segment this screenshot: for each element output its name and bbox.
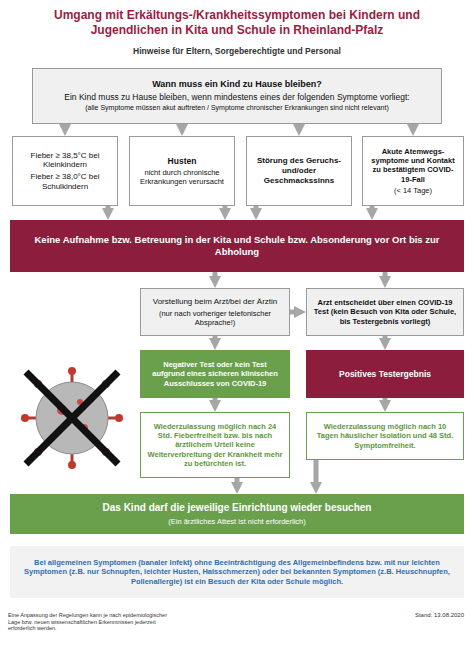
flow-arrow (411, 124, 416, 128)
date-stamp: Stand: 13.08.2020 (360, 612, 464, 619)
node-subtext: nicht durch chronische Erkrankungen veru… (136, 168, 228, 186)
flow-arrow (180, 124, 185, 128)
virus-symbol (21, 367, 123, 469)
cross-out (26, 372, 118, 464)
symptom-box: Fieber ≥ 38,5°C bei KleinkindernFieber ≥… (12, 136, 118, 206)
symptom-box: Akute Atemwegs-symptome und Kontakt zu b… (362, 136, 464, 206)
node-text: Arzt entscheidet über einen COVID-19 Tes… (313, 298, 457, 325)
node-subtext: (nur nach vorheriger telefonischer Abspr… (147, 309, 283, 327)
node-subtext: (< 14 Tage) (394, 186, 432, 195)
action-band: Keine Aufnahme bzw. Betreuung in der Kit… (10, 220, 464, 272)
node-subtext: Ein Kind muss zu Hause bleiben, wenn min… (64, 92, 409, 102)
result-box: Positives Testergebnis (306, 350, 464, 398)
node-text: Husten (168, 156, 197, 166)
flow-arrow (370, 206, 375, 212)
title: Umgang mit Erkältungs-/Krankheitssymptom… (40, 8, 434, 38)
node-subtext: (alle Symptome müssen akut auftreten / S… (85, 104, 388, 113)
flow-arrow (290, 310, 298, 315)
flow-arrow (314, 460, 319, 486)
node-text: Negativer Test oder kein Test aufgrund e… (146, 360, 284, 387)
virus-spikes (26, 372, 118, 464)
question-box: Wann muss ein Kind zu Hause bleiben? Ein … (32, 68, 442, 124)
flow-arrow (297, 124, 302, 128)
node-text: Vorstellung beim Arzt/bei der Ärztin (153, 297, 278, 307)
process-box: Vorstellung beim Arzt/bei der Ärztin (nur… (140, 288, 290, 336)
flow-arrow (213, 336, 218, 342)
flow-arrow (223, 206, 228, 212)
node-text: Wiederzulassung möglich nach 24 Std. Fie… (147, 422, 283, 468)
node-text: Wann muss ein Kind zu Hause bleiben? (152, 79, 322, 90)
symptom-box: Husten nicht durch chronische Erkrankunge… (129, 136, 235, 206)
node-text: Positives Testergebnis (339, 369, 431, 379)
node-subtext: Fieber ≥ 38,0°C bei Schulkindern (19, 172, 111, 192)
flow-arrow (235, 478, 240, 486)
node-text: Störung des Geruchs- und/oder Geschmacks… (253, 156, 345, 185)
flow-arrow (213, 272, 218, 280)
flow-arrow (254, 206, 259, 212)
process-box: Arzt entscheidet über einen COVID-19 Tes… (306, 288, 464, 336)
readmission-box: Wiederzulassung möglich nach 10 Tagen hä… (306, 412, 464, 460)
note-box: Bei allgemeinen Symptomen (banaler Infek… (10, 546, 464, 598)
node-text: Keine Aufnahme bzw. Betreuung in der Kit… (16, 234, 458, 257)
flow-arrow (106, 206, 111, 212)
node-text: Das Kind darf die jeweilige Einrichtung … (103, 502, 372, 514)
flow-arrow (383, 336, 388, 342)
node-subtext: (Ein ärztliches Attest ist nicht erforde… (168, 517, 306, 526)
node-text: Fieber ≥ 38,5°C bei Kleinkindern (19, 151, 111, 171)
footnote: Eine Anpassung der Regelungen kann je na… (8, 612, 178, 632)
flow-arrow (63, 124, 68, 128)
node-text: Bei allgemeinen Symptomen (banaler Infek… (16, 558, 458, 585)
symptom-box: Störung des Geruchs- und/oder Geschmacks… (246, 136, 352, 206)
cross-out (26, 372, 118, 464)
outcome-band: Das Kind darf die jeweilige Einrichtung … (10, 494, 464, 534)
flow-arrow (383, 398, 388, 404)
readmission-box: Wiederzulassung möglich nach 24 Std. Fie… (140, 412, 290, 478)
virus-spike-tips (21, 367, 123, 469)
subtitle: Hinweise für Eltern, Sorgeberechtigte un… (30, 46, 444, 56)
flow-arrow (383, 272, 388, 280)
result-box: Negativer Test oder kein Test aufgrund e… (140, 350, 290, 398)
node-text: Wiederzulassung möglich nach 10 Tagen hä… (313, 422, 457, 449)
node-text: Akute Atemwegs-symptome und Kontakt zu b… (369, 147, 457, 184)
flow-arrow (213, 398, 218, 404)
